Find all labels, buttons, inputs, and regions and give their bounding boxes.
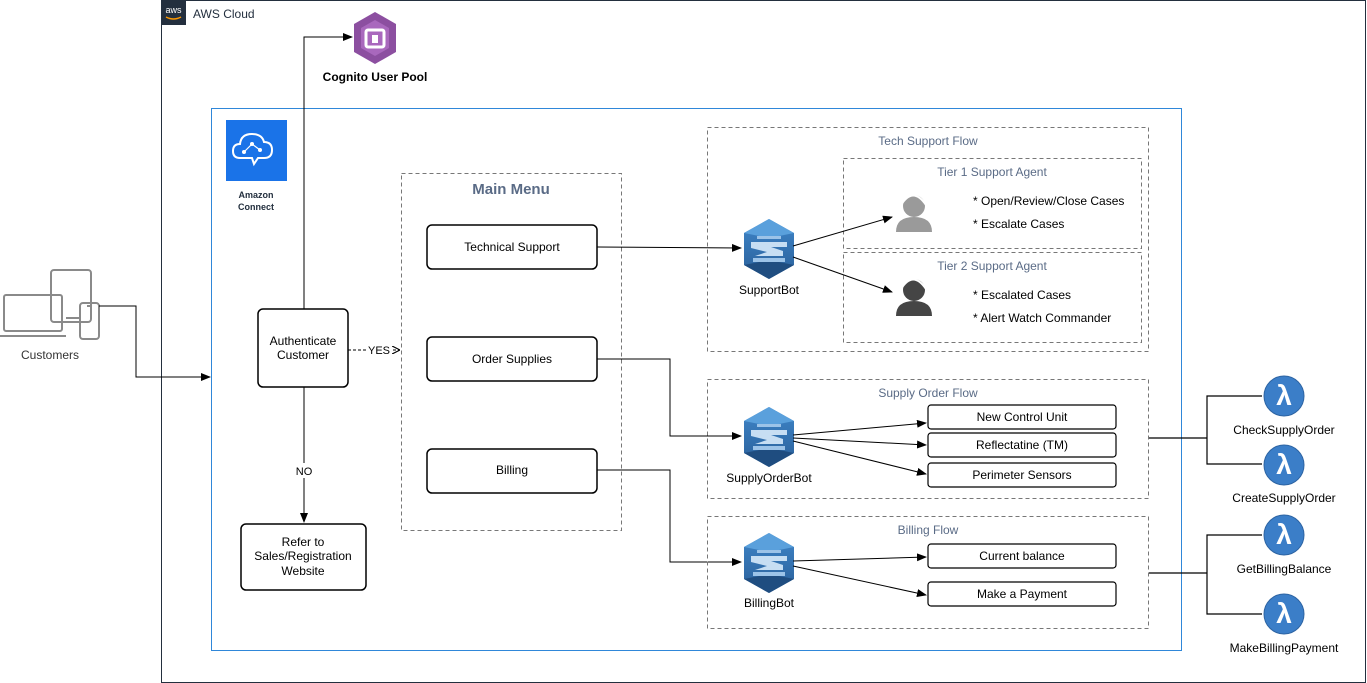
customers: Customers (0, 269, 100, 362)
menu-item-label: Order Supplies (472, 352, 552, 366)
lambda-label: CheckSupplyOrder (1233, 423, 1334, 437)
authenticate-customer-box: Authenticate Customer (257, 308, 349, 388)
tier1-item: * Escalate Cases (973, 217, 1064, 231)
tech-support-flow-group: Tech Support Flow SupportBot Tier 1 Supp… (707, 127, 1149, 352)
cognito-user-pool: Cognito User Pool (323, 12, 428, 84)
tech-to-supportbot-connector (596, 243, 742, 252)
lambda-icon (1263, 514, 1305, 556)
supplybot-to-item-connector (792, 437, 927, 449)
lambda-get-billing-balance: GetBillingBalance (1237, 514, 1332, 576)
refer-line3: Website (281, 564, 324, 578)
auth-cognito-connector (300, 33, 353, 317)
refer-line2: Sales/Registration (254, 549, 351, 563)
menu-item-order-supplies: Order Supplies (426, 336, 598, 382)
auth-line2: Customer (277, 348, 329, 362)
no-label: NO (296, 466, 313, 478)
menu-item-billing: Billing (426, 448, 598, 494)
lambda-label: GetBillingBalance (1237, 562, 1332, 576)
devices-icon (0, 269, 100, 340)
customers-to-connect-connector (99, 305, 211, 381)
lambda-label: MakeBillingPayment (1230, 641, 1339, 655)
lambda-label: CreateSupplyOrder (1232, 491, 1335, 505)
lambda-icon (1263, 444, 1305, 486)
tier2-item: * Alert Watch Commander (973, 311, 1111, 325)
tier1-agent-group: Tier 1 Support Agent * Open/Review/Close… (843, 158, 1142, 249)
billing-flow-group: Billing Flow BillingBot Current balance … (707, 516, 1149, 629)
tier1-item: * Open/Review/Close Cases (973, 194, 1124, 208)
billing-item-label: Make a Payment (977, 587, 1068, 601)
billing-item-box: Make a Payment (927, 581, 1117, 607)
aws-logo-text: aws (165, 5, 182, 15)
supportbot-to-tier1-connector (792, 215, 893, 247)
tier2-agent-group: Tier 2 Support Agent * Escalated Cases *… (843, 252, 1142, 343)
auth-line1: Authenticate (270, 334, 337, 348)
lambda-create-supply-order: CreateSupplyOrder (1232, 444, 1336, 505)
connect-label-line2: Connect (238, 202, 274, 212)
connect-label-line1: Amazon (238, 190, 273, 200)
supplybot-to-item-connector (792, 440, 927, 476)
menu-item-technical-support: Technical Support (426, 224, 598, 270)
supplybot-to-item-connector (792, 419, 927, 436)
billing-item-label: Current balance (979, 549, 1065, 563)
lambda-check-supply-order: CheckSupplyOrder (1233, 375, 1335, 437)
supply-item-label: New Control Unit (977, 410, 1068, 424)
supportbot-lex-icon (744, 219, 794, 279)
supply-item-box: New Control Unit (927, 404, 1117, 430)
billingbot-lex-icon (744, 533, 794, 593)
tier2-agent-icon (896, 279, 932, 316)
supportbot-to-tier2-connector (792, 256, 893, 293)
refer-line1: Refer to (282, 535, 325, 549)
supply-item-box: Reflectatine (TM) (927, 432, 1117, 458)
supportbot-label: SupportBot (739, 283, 800, 297)
supply-flow-title: Supply Order Flow (878, 386, 978, 400)
supplyorderbot-label: SupplyOrderBot (726, 471, 812, 485)
main-menu-title: Main Menu (472, 181, 550, 198)
yes-label: YES (368, 345, 390, 357)
billingbot-to-item-connector (792, 565, 927, 597)
menu-item-label: Billing (496, 463, 528, 477)
billing-to-billingbot-connector (597, 469, 742, 566)
supplyorderbot-lex-icon (744, 407, 794, 467)
main-menu-group: Main Menu Technical Support Order Suppli… (401, 173, 622, 531)
tier1-agent-icon (896, 195, 932, 232)
tech-flow-title: Tech Support Flow (878, 134, 978, 148)
billing-flow-title: Billing Flow (898, 523, 959, 537)
lambda-icon (1263, 375, 1305, 417)
supply-to-lambda-connector (1149, 395, 1262, 465)
refer-to-sales-box: Refer to Sales/Registration Website (240, 523, 367, 591)
amazon-connect-group: Amazon Connect (211, 108, 1182, 651)
lambda-icon (1263, 593, 1305, 635)
billing-to-lambda-connector (1149, 534, 1262, 615)
amazon-connect-icon (226, 120, 287, 181)
aws-logo-icon (161, 0, 186, 25)
supply-item-box: Perimeter Sensors (927, 462, 1117, 488)
cognito-icon (354, 12, 396, 64)
cognito-label: Cognito User Pool (323, 70, 428, 84)
tier2-item: * Escalated Cases (973, 288, 1071, 302)
tier2-title: Tier 2 Support Agent (937, 259, 1047, 273)
supply-order-flow-group: Supply Order Flow SupplyOrderBot New Con… (707, 379, 1149, 499)
supply-item-label: Perimeter Sensors (972, 468, 1071, 482)
aws-cloud-label: AWS Cloud (193, 7, 255, 21)
customers-label: Customers (21, 348, 79, 362)
lambda-make-billing-payment: MakeBillingPayment (1230, 593, 1339, 655)
menu-item-label: Technical Support (464, 240, 560, 254)
billingbot-to-item-connector (792, 553, 927, 562)
supplies-to-supplyorderbot-connector (597, 358, 742, 440)
tier1-title: Tier 1 Support Agent (937, 165, 1047, 179)
billingbot-label: BillingBot (744, 596, 795, 610)
supply-item-label: Reflectatine (TM) (976, 438, 1068, 452)
billing-item-box: Current balance (927, 543, 1117, 569)
